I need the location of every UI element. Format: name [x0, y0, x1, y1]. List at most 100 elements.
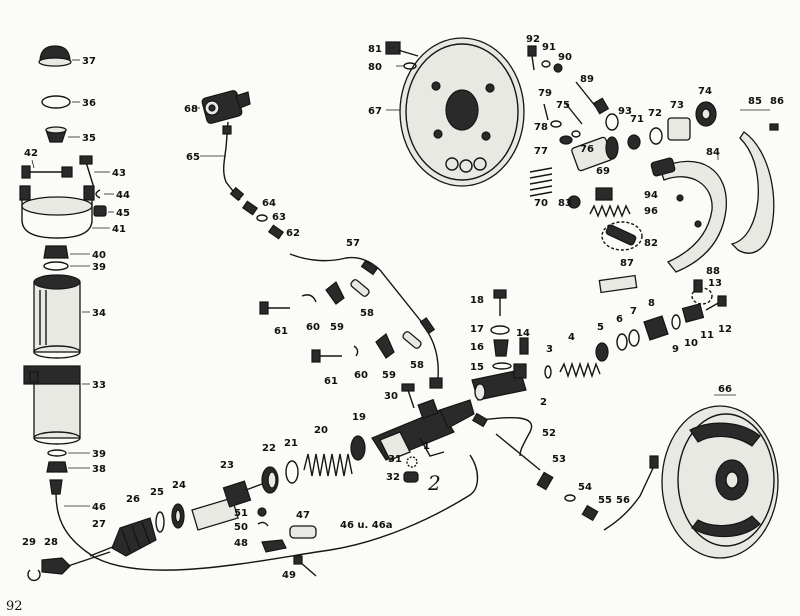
label: 19	[352, 412, 366, 423]
label: 48	[234, 538, 248, 549]
label: 4	[568, 332, 575, 343]
label: 84	[706, 147, 720, 158]
label: 41	[112, 224, 126, 235]
label: 46 u. 46a	[340, 520, 392, 531]
part-75-76-77-78-79-parts	[543, 103, 583, 145]
label: 91	[542, 42, 556, 53]
part-44-clip	[95, 189, 101, 199]
label: 36	[82, 98, 96, 109]
label: 18	[470, 295, 484, 306]
label: 43	[112, 168, 126, 179]
part-47-pin	[289, 525, 317, 539]
label: 54	[578, 482, 592, 493]
label: 61	[274, 326, 288, 337]
label: 73	[670, 100, 684, 111]
label: 70	[534, 198, 548, 209]
label: 26	[126, 494, 140, 505]
label: 25	[150, 487, 164, 498]
label: 32	[386, 472, 400, 483]
label: 10	[684, 338, 698, 349]
part-61-bolts	[259, 301, 342, 363]
part-15-washer	[492, 362, 512, 370]
label: 39	[92, 262, 106, 273]
part-29-clip	[27, 569, 41, 582]
label: 37	[82, 56, 96, 67]
label: 96	[644, 206, 658, 217]
part-39-washer-bottom	[47, 449, 67, 457]
label: 14	[516, 328, 530, 339]
part-18-bolt	[493, 289, 507, 316]
label: 82	[644, 238, 658, 249]
part-40-nut	[43, 245, 69, 259]
part-1-master-cylinder	[371, 398, 475, 461]
part-5-6-7-seals	[595, 329, 640, 362]
part-26-boot	[111, 517, 157, 557]
label: 64	[262, 198, 276, 209]
label: 38	[92, 464, 106, 475]
label: 60	[354, 370, 368, 381]
part-62-63-64-fittings	[241, 200, 285, 240]
label: 51	[234, 508, 248, 519]
label: 72	[648, 108, 662, 119]
label: 35	[82, 133, 96, 144]
part-57-pipe	[289, 253, 443, 389]
label: 67	[368, 106, 382, 117]
label: 92	[526, 34, 540, 45]
part-85-brake-shoe	[650, 157, 727, 273]
part-35-cup	[45, 126, 67, 143]
part-88-plate	[598, 274, 638, 294]
label: 24	[172, 480, 186, 491]
part-34-reservoir	[33, 274, 81, 359]
label: 57	[346, 238, 360, 249]
label: 5	[597, 322, 604, 333]
label: 63	[272, 212, 286, 223]
part-14-screw	[519, 337, 529, 355]
label: 69	[596, 166, 610, 177]
part-22-cup	[261, 466, 279, 494]
part-53-54-55-fittings	[536, 471, 599, 522]
part-39-washer-top	[43, 261, 69, 271]
part-21-washer	[285, 460, 299, 484]
label: 75	[556, 100, 570, 111]
part-94-71-72-73-74-parts	[605, 101, 717, 150]
part-87-rivet	[769, 123, 779, 131]
part-23-piston	[191, 480, 263, 531]
label: 11	[700, 330, 714, 341]
label: 40	[92, 250, 106, 261]
label: 13	[708, 278, 722, 289]
label: 20	[314, 425, 328, 436]
label: 31	[388, 454, 402, 465]
label: 27	[92, 519, 106, 530]
part-48-clip	[261, 539, 287, 553]
part-49-bolt	[293, 555, 317, 577]
label: 46	[92, 502, 106, 513]
part-24-seal	[171, 503, 185, 529]
label: 76	[580, 144, 594, 155]
label: 62	[286, 228, 300, 239]
label: 74	[698, 86, 712, 97]
label: 44	[116, 190, 130, 201]
label: 52	[542, 428, 556, 439]
part-28-pushrod-fork	[41, 551, 111, 575]
label: 78	[534, 122, 548, 133]
part-86-lining	[730, 131, 775, 254]
label: 87	[620, 258, 634, 269]
label: 15	[470, 362, 484, 373]
part-number-labels: 1 2 3 4 5 6 7 8 9 10 11 12 13 14 15 16 1…	[22, 34, 784, 581]
label: 49	[282, 570, 296, 581]
label: 16	[470, 342, 484, 353]
part-20-spring	[303, 453, 353, 477]
part-66-brake-drum-assembly	[661, 405, 779, 559]
label: 28	[44, 537, 58, 548]
label: 80	[368, 62, 382, 73]
label: 34	[92, 308, 106, 319]
label: 59	[382, 370, 396, 381]
label: 8	[648, 298, 655, 309]
label: 42	[24, 148, 38, 159]
part-32-nut	[403, 471, 419, 483]
part-9-10-11-12-13-fitting	[671, 279, 727, 330]
label: 39	[92, 449, 106, 460]
part-41-clamp	[19, 185, 95, 239]
part-70-spring	[529, 167, 553, 197]
